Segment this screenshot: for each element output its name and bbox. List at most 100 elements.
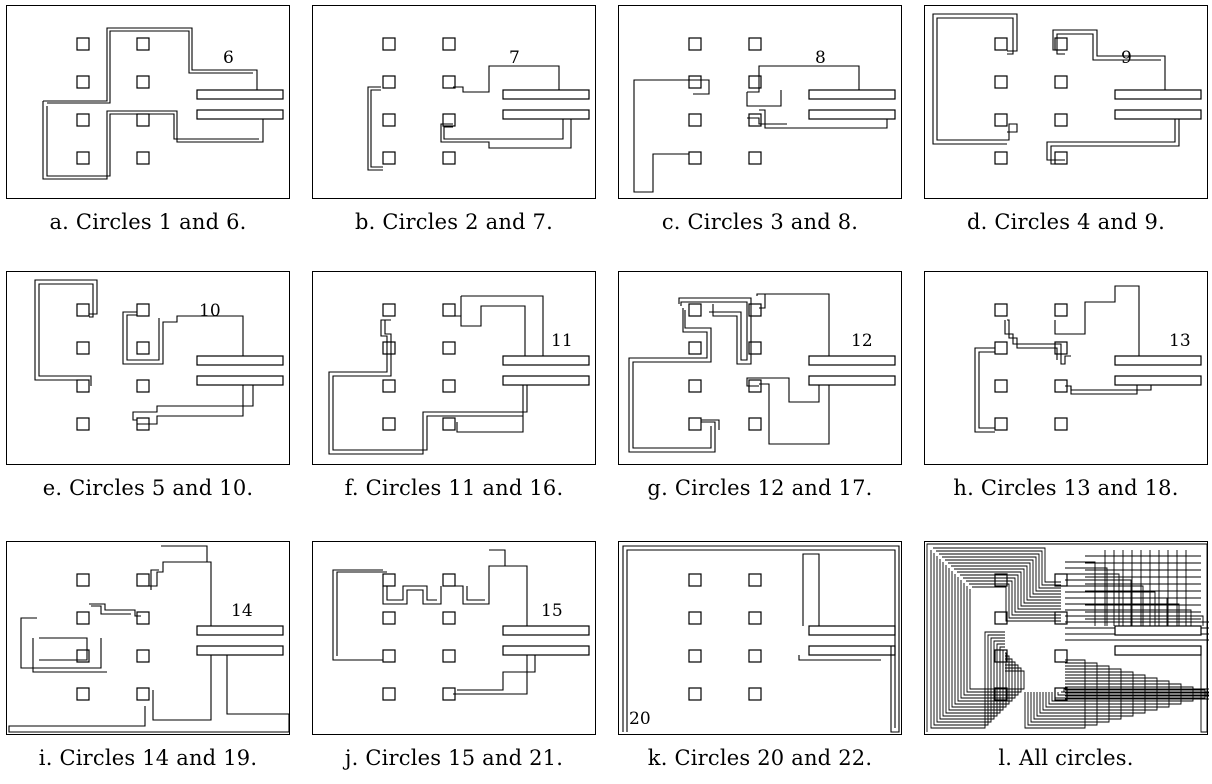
routing-svg: 13 (925, 272, 1209, 466)
pad (137, 612, 149, 624)
wire (952, 571, 1006, 707)
comb-bars (809, 626, 895, 655)
pad (137, 342, 149, 354)
circle-number: 13 (1169, 331, 1191, 351)
pad (443, 612, 455, 624)
layout-frame: 13 (924, 271, 1208, 465)
wire (1065, 616, 1203, 626)
pad (749, 418, 761, 430)
pad (383, 688, 395, 700)
layout-frame: 9 (924, 5, 1208, 199)
routing-svg: 7 (313, 6, 597, 200)
circle-number: 12 (851, 331, 873, 351)
pad (689, 688, 701, 700)
pad (77, 418, 89, 430)
pad (383, 38, 395, 50)
pad (383, 304, 395, 316)
pad (689, 114, 701, 126)
comb-bars (503, 626, 589, 655)
pad (77, 380, 89, 392)
pad (749, 688, 761, 700)
pad (995, 612, 1007, 624)
layout-frame: 8 (618, 5, 902, 199)
routing-svg: 9 (925, 6, 1209, 200)
pad-grid (383, 574, 455, 700)
pad (137, 38, 149, 50)
routing-wires (927, 544, 1209, 732)
pad (443, 650, 455, 662)
layout-frame: 12 (618, 271, 902, 465)
pad (995, 342, 1007, 354)
pad (689, 574, 701, 586)
panel-caption: i. Circles 14 and 19. (6, 746, 290, 770)
pad (689, 380, 701, 392)
comb-bars (197, 90, 283, 119)
pad (749, 574, 761, 586)
circle-number: 20 (629, 709, 651, 729)
pad-grid (77, 304, 149, 430)
wire (1064, 689, 1209, 699)
pad (137, 152, 149, 164)
circle-number: 8 (815, 48, 826, 68)
pad (749, 612, 761, 624)
pad (689, 304, 701, 316)
pad (689, 152, 701, 164)
panel-caption: g. Circles 12 and 17. (618, 476, 902, 500)
pad (77, 152, 89, 164)
routing-svg: 11 (313, 272, 597, 466)
pad (689, 612, 701, 624)
pad (749, 38, 761, 50)
pad (749, 152, 761, 164)
pad (689, 650, 701, 662)
pad (1055, 114, 1067, 126)
panel-caption: a. Circles 1 and 6. (6, 210, 290, 234)
panel-caption: j. Circles 15 and 21. (312, 746, 596, 770)
panel-caption: b. Circles 2 and 7. (312, 210, 596, 234)
pad (443, 574, 455, 586)
comb-bars (809, 356, 895, 385)
pad (443, 152, 455, 164)
circle-number: 14 (231, 601, 253, 621)
pad (383, 418, 395, 430)
pad (443, 342, 455, 354)
layout-frame: 14 (6, 541, 290, 735)
comb-bars (1115, 90, 1201, 119)
panel-caption: e. Circles 5 and 10. (6, 476, 290, 500)
wire (1055, 690, 1205, 698)
pad (383, 114, 395, 126)
pad (383, 612, 395, 624)
pad (383, 650, 395, 662)
pad-grid (689, 304, 761, 430)
circle-number: 9 (1121, 48, 1132, 68)
pad (443, 304, 455, 316)
circle-number: 6 (223, 48, 234, 68)
pad (995, 380, 1007, 392)
pad (137, 114, 149, 126)
pad (443, 380, 455, 392)
routing-svg (925, 542, 1209, 736)
layout-frame (924, 541, 1208, 735)
pad-grid (995, 304, 1067, 430)
pad-grid (995, 38, 1067, 164)
routing-wires (329, 296, 543, 454)
pad (689, 342, 701, 354)
pad (689, 76, 701, 88)
routing-wires (933, 14, 1179, 164)
routing-svg: 20 (619, 542, 903, 736)
pad (137, 688, 149, 700)
pad-grid (383, 304, 455, 430)
pad (383, 574, 395, 586)
pad (383, 152, 395, 164)
pad (1055, 76, 1067, 88)
pad (137, 574, 149, 586)
pad-grid (689, 38, 761, 164)
pad (995, 152, 1007, 164)
panel-caption: f. Circles 11 and 16. (312, 476, 596, 500)
panel-caption: c. Circles 3 and 8. (618, 210, 902, 234)
routing-svg: 12 (619, 272, 903, 466)
layout-frame: 10 (6, 271, 290, 465)
pad (689, 38, 701, 50)
pad (77, 38, 89, 50)
pad (749, 650, 761, 662)
pad (995, 114, 1007, 126)
